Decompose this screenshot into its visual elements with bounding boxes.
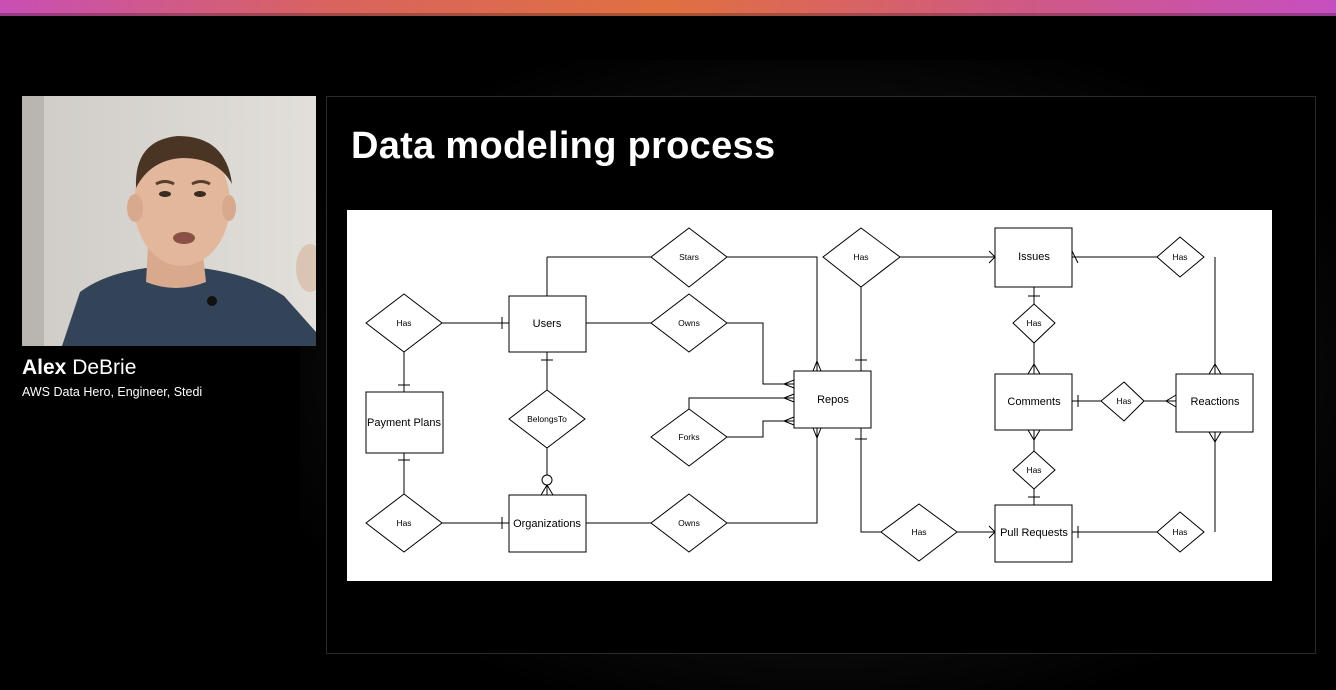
presenter-last-name: DeBrie <box>72 356 137 379</box>
er-diagram-canvas: Users Payment Plans Organizations Repos … <box>365 227 1254 563</box>
entity-repos: Repos <box>817 394 849 406</box>
rel-forks: Forks <box>678 432 699 442</box>
rel-has-plan-org: Has <box>396 518 411 528</box>
rel-owns-org: Owns <box>678 518 700 528</box>
connector-forks-repos-a <box>688 397 794 409</box>
rel-has-repo-issues: Has <box>853 252 868 262</box>
rel-has-pr-comments: Has <box>1026 465 1041 475</box>
connector-stars-repos <box>727 256 818 371</box>
er-diagram: Users Payment Plans Organizations Repos … <box>347 210 1272 581</box>
entity-reactions-box <box>1175 373 1254 433</box>
top-accent-shadow <box>0 13 1336 16</box>
rel-stars-diamond <box>650 227 728 288</box>
entity-reactions: Reactions <box>1191 396 1240 408</box>
entity-comments: Comments <box>1007 396 1061 408</box>
presenter-webcam <box>22 96 316 346</box>
rel-has-repo-issues-diamond <box>822 227 901 288</box>
rel-stars: Stars <box>679 252 699 262</box>
rel-has-pr-reactions-diamond <box>1156 511 1205 553</box>
entity-organizations: Organizations <box>513 518 581 530</box>
rel-has-users-plan-diamond <box>365 293 443 353</box>
rel-forks-diamond <box>650 408 728 467</box>
presenter-title: AWS Data Hero, Engineer, Stedi <box>22 385 203 399</box>
entity-comments-box <box>994 373 1073 431</box>
presenter-video-frame <box>22 96 316 346</box>
rel-has-users-plan: Has <box>396 318 411 328</box>
entity-users: Users <box>533 318 562 330</box>
entity-issues: Issues <box>1018 251 1050 263</box>
entity-pull-requests-box <box>994 504 1073 563</box>
rel-owns-org-diamond <box>650 493 728 553</box>
rel-has-repo-pr: Has <box>911 527 926 537</box>
entity-organizations-box <box>508 494 587 553</box>
rel-has-comment-reactions: Has <box>1116 396 1131 406</box>
presenter-first-name: Alex <box>22 356 67 379</box>
zero-optional-marker <box>541 474 553 486</box>
entity-repos-box <box>793 370 872 429</box>
rel-has-issue-reactions-diamond <box>1156 236 1205 278</box>
rel-has-issue-reactions: Has <box>1172 252 1187 262</box>
rel-owns-users-diamond <box>650 293 728 353</box>
connector-owns-repos <box>727 322 794 385</box>
rel-has-repo-pr-diamond <box>880 503 958 562</box>
slide-title: Data modeling process <box>351 125 776 167</box>
rel-belongsto-diamond <box>508 389 586 449</box>
rel-has-issue-comments: Has <box>1026 318 1041 328</box>
connector-repos-has-pr <box>860 428 881 533</box>
entity-payment-plans-box <box>365 391 444 454</box>
top-accent-bar <box>0 0 1336 16</box>
rel-has-pr-reactions: Has <box>1172 527 1187 537</box>
rel-has-comment-reactions-diamond <box>1100 381 1145 422</box>
entity-issues-box <box>994 227 1073 288</box>
rel-has-pr-comments-diamond <box>1012 450 1056 490</box>
rel-has-issue-comments-diamond <box>1012 303 1056 344</box>
presenter-name: Alex DeBrie <box>22 356 136 380</box>
entity-users-box <box>508 295 587 353</box>
connector-forks-repos-b <box>727 420 794 438</box>
entity-pull-requests: Pull Requests <box>1000 527 1068 539</box>
rel-belongs-to: BelongsTo <box>527 414 567 424</box>
slide-panel: Data modeling process <box>326 96 1316 654</box>
connector-owns-org-repos <box>727 428 818 524</box>
rel-owns-users: Owns <box>678 318 700 328</box>
rel-has-plan-org-diamond <box>365 493 443 553</box>
entity-payment-plans: Payment Plans <box>367 417 441 429</box>
